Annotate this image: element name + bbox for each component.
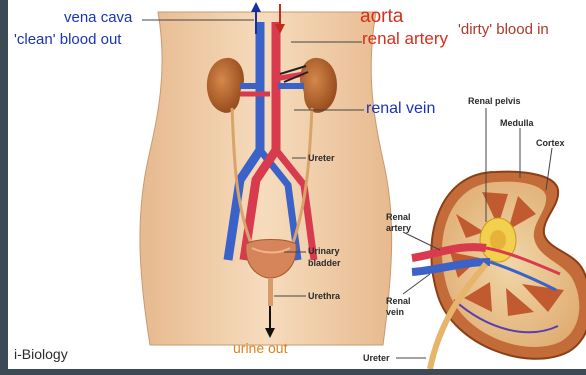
renal-artery-label: renal artery [362, 29, 448, 49]
urinary-bladder-label-2: bladder [308, 258, 341, 269]
aorta-label: aorta [360, 6, 403, 28]
slide: vena cava 'clean' blood out aorta renal … [8, 0, 586, 369]
ureter-detail-label: Ureter [363, 353, 390, 364]
urinary-system-illustration [8, 0, 586, 369]
urine-out-label: urine out [233, 340, 287, 356]
renal-vein-detail-label-1: Renal [386, 296, 411, 307]
credit-label: i-Biology [14, 346, 68, 362]
cortex-label: Cortex [536, 138, 565, 149]
clean-blood-out-label: 'clean' blood out [14, 31, 121, 48]
urethra [268, 278, 273, 306]
renal-vein-label: renal vein [366, 100, 435, 118]
ureter-body-label: Ureter [308, 153, 335, 164]
renal-pelvis-label: Renal pelvis [468, 96, 521, 107]
dirty-blood-in-label: 'dirty' blood in [458, 21, 549, 38]
renal-vein-detail-label-2: vein [386, 307, 404, 318]
renal-artery-detail-label-2: artery [386, 223, 411, 234]
vena-cava-label: vena cava [64, 9, 132, 26]
medulla-label: Medulla [500, 118, 534, 129]
renal-artery-detail-label-1: Renal [386, 212, 411, 223]
torso-outline [140, 12, 392, 345]
urethra-label: Urethra [308, 291, 340, 302]
urinary-bladder-label-1: Urinary [308, 246, 340, 257]
